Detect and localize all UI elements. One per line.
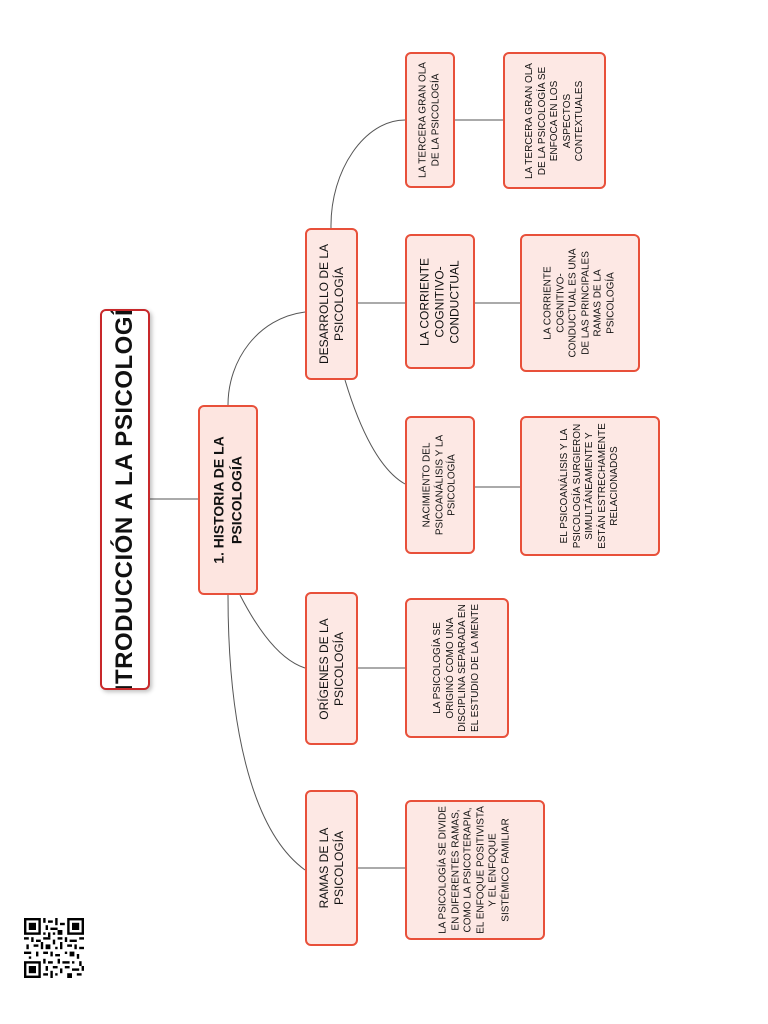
detail-tercera-ola-box: LA TERCERA GRAN OLA DE LA PSICOLOGÍA SE … <box>503 52 606 189</box>
subtopic-cognitivo-label: LA CORRIENTE COGNITIVO-CONDUCTUAL <box>417 257 462 346</box>
connector-desarrollo-tercera <box>330 119 406 229</box>
subtopic-psicoanalisis-label: NACIMIENTO DEL PSICOANÁLISIS Y LA PSICOL… <box>421 434 458 536</box>
connector-section-origenes <box>239 594 306 669</box>
connector-section-desarrollo <box>227 311 306 406</box>
detail-ramas-text: LA PSICOLOGÍA SE DIVIDE EN DIFERENTES RA… <box>437 806 512 934</box>
topic-origenes-label: ORÍGENES DE LA PSICOLOGÍA <box>316 617 346 720</box>
connector-section-ramas <box>227 594 306 871</box>
section-historia-label: 1. HISTORIA DE LA PSICOLOGÍA <box>210 436 245 564</box>
qr-code-icon <box>24 918 84 978</box>
topic-desarrollo-box: DESARROLLO DE LA PSICOLOGÍA <box>305 228 358 380</box>
detail-tercera-ola-text: LA TERCERA GRAN OLA DE LA PSICOLOGÍA SE … <box>523 62 585 179</box>
detail-cognitivo-box: LA CORRIENTE COGNITIVO-CONDUCTUAL ES UNA… <box>520 234 640 372</box>
detail-psicoanalisis-box: EL PSICOANÁLISIS Y LA PSICOLOGÍA SURGIER… <box>520 416 660 556</box>
subtopic-psicoanalisis-box: NACIMIENTO DEL PSICOANÁLISIS Y LA PSICOL… <box>405 416 475 554</box>
topic-desarrollo-label: DESARROLLO DE LA PSICOLOGÍA <box>316 243 346 365</box>
main-title: INTRODUCCIÓN A LA PSICOLOGÍA <box>111 309 138 690</box>
subtopic-tercera-ola-label: LA TERCERA GRAN OLA DE LA PSICOLOGÍA <box>417 62 442 178</box>
section-historia-box: 1. HISTORIA DE LA PSICOLOGÍA <box>198 405 258 595</box>
detail-ramas-box: LA PSICOLOGÍA SE DIVIDE EN DIFERENTES RA… <box>405 800 545 940</box>
subtopic-cognitivo-box: LA CORRIENTE COGNITIVO-CONDUCTUAL <box>405 234 475 369</box>
topic-ramas-box: RAMAS DE LA PSICOLOGÍA <box>305 790 358 946</box>
topic-ramas-label: RAMAS DE LA PSICOLOGÍA <box>316 827 346 909</box>
topic-origenes-box: ORÍGENES DE LA PSICOLOGÍA <box>305 592 358 745</box>
detail-cognitivo-text: LA CORRIENTE COGNITIVO-CONDUCTUAL ES UNA… <box>542 248 617 358</box>
detail-origenes-box: LA PSICOLOGÍA SE ORIGINÓ COMO UNA DISCIP… <box>405 598 509 738</box>
subtopic-tercera-ola-box: LA TERCERA GRAN OLA DE LA PSICOLOGÍA <box>405 52 455 188</box>
main-title-box: INTRODUCCIÓN A LA PSICOLOGÍA <box>100 309 150 690</box>
detail-origenes-text: LA PSICOLOGÍA SE ORIGINÓ COMO UNA DISCIP… <box>432 604 481 732</box>
detail-psicoanalisis-text: EL PSICOANÁLISIS Y LA PSICOLOGÍA SURGIER… <box>558 423 620 549</box>
connector-desarrollo-psicoanalisis <box>344 379 406 485</box>
